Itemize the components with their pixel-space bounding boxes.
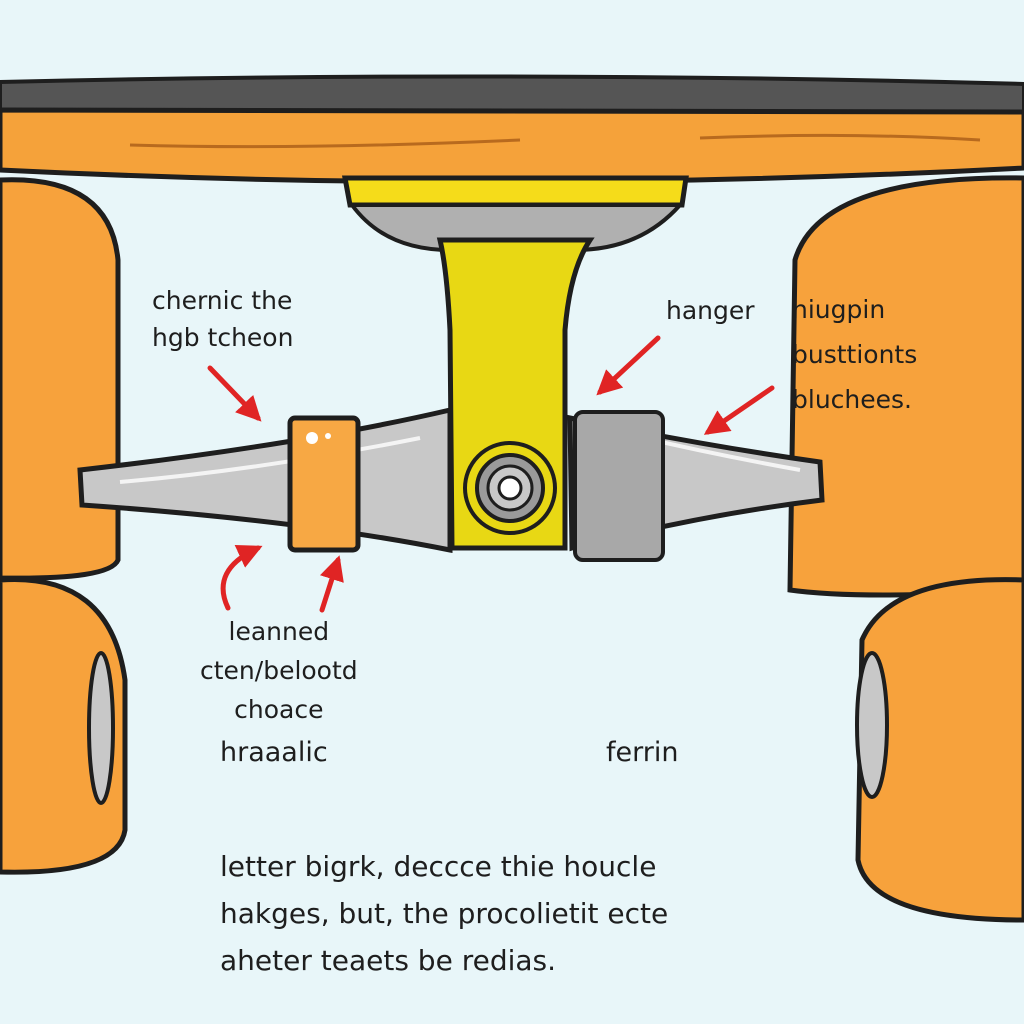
skateboard-deck [0,74,1024,185]
label-hanger: hanger [666,296,755,325]
arrow-leanned-right [319,555,344,613]
arrow-leanned-left [220,544,263,611]
label-hraaalic: hraaalic [220,737,328,768]
caption-note: letter bigrk, deccce thie houcle hakges,… [220,850,669,977]
left-lower-wheel [0,576,128,875]
right-lower-wheel [855,577,1024,923]
arrow-hanger [596,335,661,396]
annotation-arrows [207,335,775,613]
label-hiugpin: hiugpin busttionts bluchees. [792,295,918,414]
left-upper-wheel [0,177,121,581]
bushing [287,415,361,553]
arrow-hiugpin [703,385,775,435]
label-chernic: chernic the hgb tcheon [152,286,294,352]
arrow-chernic [207,365,262,422]
truck-baseplate [341,175,689,551]
label-ferrin: ferrin [606,737,679,768]
label-leanned: leanned cten/belootd choace [200,617,358,724]
